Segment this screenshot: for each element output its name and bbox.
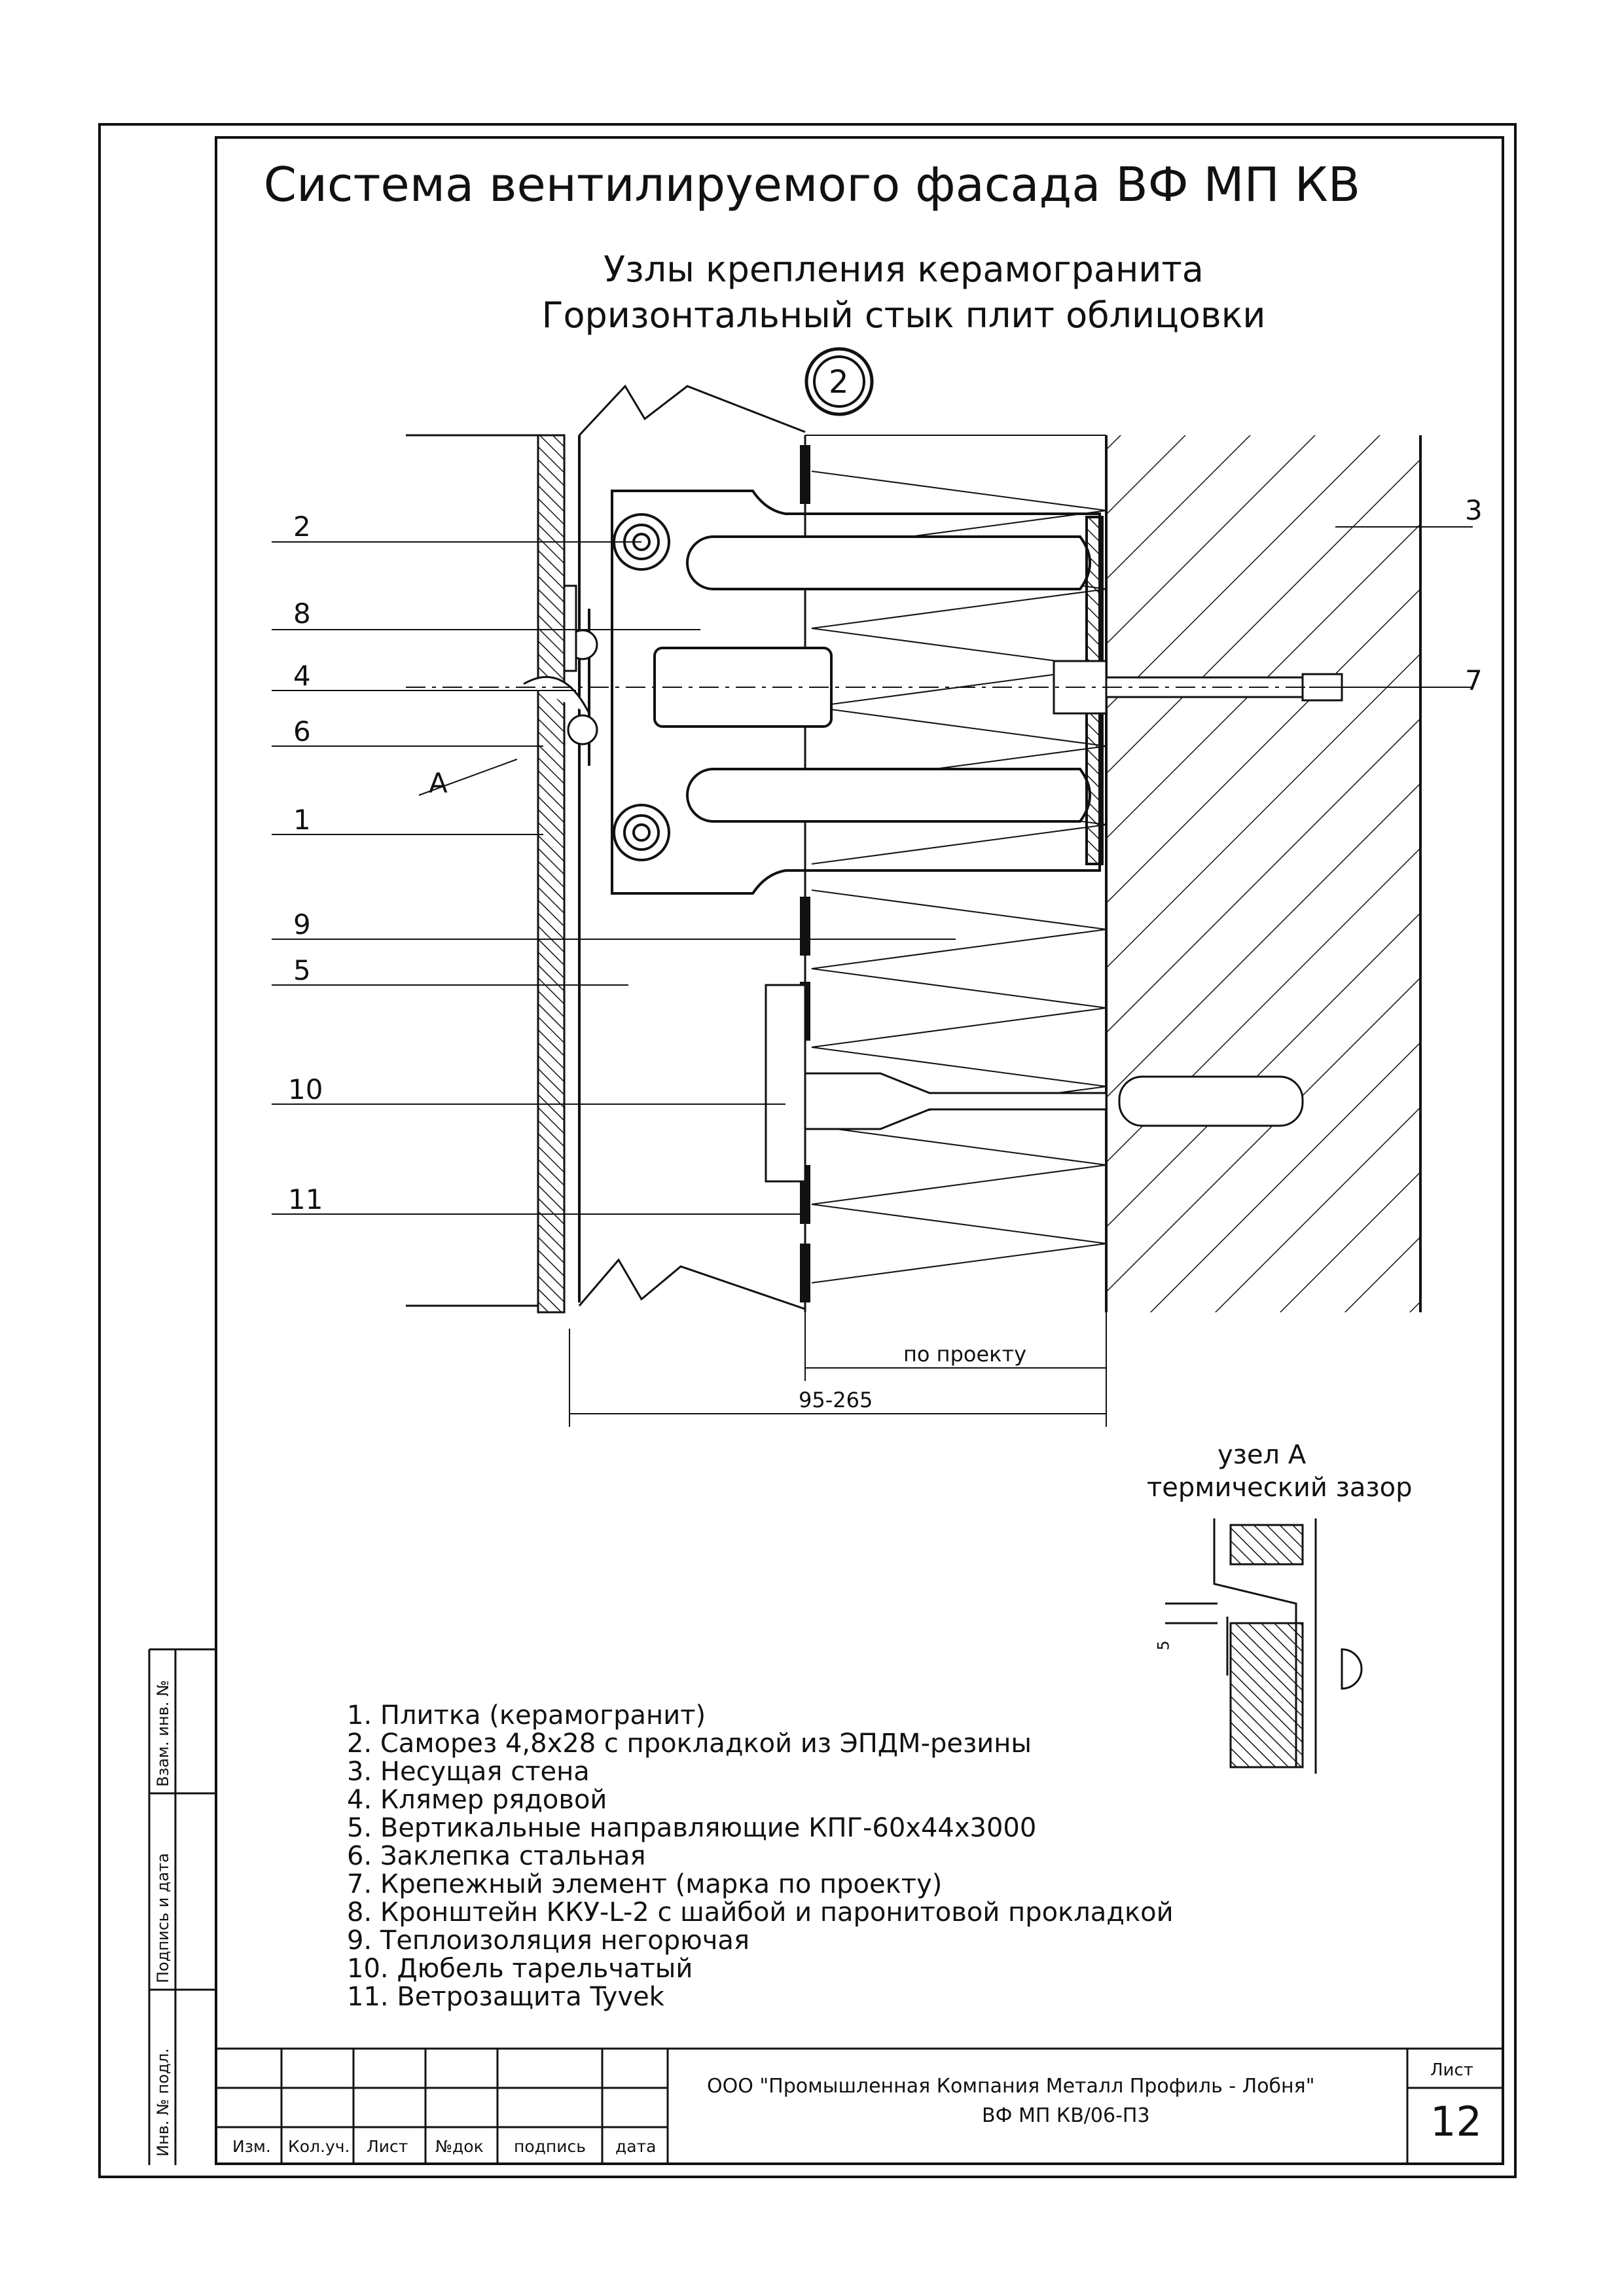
title-block-grid (215, 2047, 1504, 2165)
detail-a-title: узел А (1218, 1440, 1307, 1470)
dimension-lines (569, 1312, 1107, 1427)
drawing-title: Система вентилируемого фасада ВФ МП КВ (263, 157, 1361, 212)
tb-col-data: дата (615, 2137, 657, 2156)
callout-9: 9 (293, 908, 311, 941)
guide-rail (578, 435, 590, 1302)
legend-item: 6. Заклепка стальная (347, 1841, 646, 1871)
tb-sheet-number: 12 (1430, 2098, 1482, 2145)
legend-item: 3. Несущая стена (347, 1757, 590, 1787)
tb-col-list: Лист (367, 2137, 408, 2156)
tb-col-ndok: №док (435, 2137, 484, 2156)
legend-item: 7. Крепежный элемент (марка по проекту) (347, 1869, 943, 1899)
legend-item: 2. Саморез 4,8х28 с прокладкой из ЭПДМ-р… (347, 1729, 1032, 1759)
legend-item: 1. Плитка (керамогранит) (347, 1700, 706, 1731)
tb-doc-code: ВФ МП КВ/06-П3 (982, 2104, 1150, 2127)
bearing-wall (1105, 435, 1422, 1312)
side-stamp-grid (148, 1648, 215, 2165)
drawing-subtitle-1: Узлы крепления керамогранита (604, 249, 1204, 290)
stamp-replacement-inv: Взам. инв. № (154, 1680, 172, 1787)
callout-11: 11 (288, 1183, 323, 1215)
sheet-border (98, 123, 1517, 2178)
node-number: 2 (829, 364, 849, 401)
callout-a: А (429, 767, 448, 799)
leader-lines (272, 526, 1473, 1215)
node-marker (804, 347, 874, 416)
facade-tile (537, 434, 566, 1314)
dimension-project: по проекту (903, 1342, 1027, 1367)
callout-2: 2 (293, 511, 311, 543)
drawing-subtitle-2: Горизонтальный стык плит облицовки (541, 295, 1266, 336)
callout-7: 7 (1465, 664, 1483, 696)
callout-8: 8 (293, 598, 311, 630)
stamp-signature-date: Подпись и дата (154, 1853, 172, 1983)
plate-dowel (765, 984, 1304, 1183)
break-lines (406, 384, 806, 1310)
callout-6: 6 (293, 715, 311, 747)
callout-10: 10 (288, 1073, 323, 1105)
legend-item: 8. Кронштейн ККУ-L-2 с шайбой и паронито… (347, 1897, 1174, 1928)
legend-item: 9. Теплоизоляция негорючая (347, 1926, 749, 1956)
callout-3: 3 (1465, 494, 1483, 526)
callout-1: 1 (293, 804, 311, 836)
tb-col-kol: Кол.уч. (288, 2137, 350, 2156)
callout-4: 4 (293, 660, 311, 692)
tb-col-izm: Изм. (232, 2137, 271, 2156)
detail-a-drawing (1165, 1518, 1363, 1774)
legend-item: 4. Клямер рядовой (347, 1785, 607, 1815)
clamp-and-rivets (523, 584, 598, 745)
legend-item: 10. Дюбель тарельчатый (347, 1954, 693, 1984)
tb-sheet-label: Лист (1430, 2060, 1473, 2080)
stamp-original-inv: Инв. № подл. (154, 2048, 172, 2157)
legend-item: 5. Вертикальные направляющие КПГ-60х44х3… (347, 1813, 1037, 1843)
tb-col-podp: подпись (514, 2137, 586, 2156)
legend-item: 11. Ветрозащита Tyvek (347, 1982, 664, 2012)
legend: 1. Плитка (керамогранит) 2. Саморез 4,8х… (347, 1702, 1174, 2011)
detail-a-subtitle: термический зазор (1147, 1473, 1413, 1503)
tb-company: ООО "Промышленная Компания Металл Профил… (707, 2075, 1315, 2098)
dimension-gap: 5 (1154, 1640, 1173, 1651)
bracket (611, 490, 1104, 895)
dimension-range: 95-265 (799, 1388, 873, 1412)
drawing-frame (215, 136, 1504, 2165)
callout-5: 5 (293, 954, 311, 986)
